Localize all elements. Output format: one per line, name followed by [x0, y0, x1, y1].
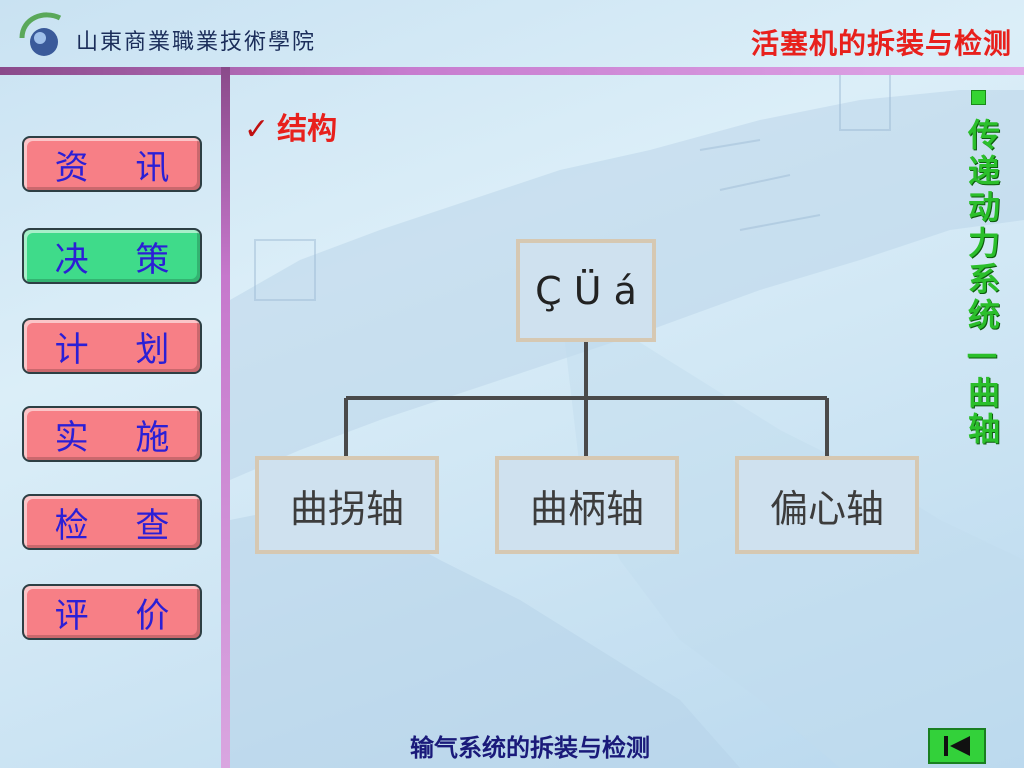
diagram-node-eccentric-shaft: 偏心轴	[735, 456, 919, 554]
school-name: 山東商業職業技術學院	[76, 30, 317, 55]
square-bullet-icon	[971, 90, 986, 105]
header-bar: 山東商業職業技術學院 活塞机的拆装与检测	[0, 0, 1024, 68]
nav-button-evaluate[interactable]: 评 价	[22, 584, 202, 640]
diagram-node-crankshaft: 曲柄轴	[495, 456, 679, 554]
top-divider	[0, 67, 1024, 75]
skip-back-icon	[944, 736, 970, 756]
nav-button-plan[interactable]: 计 划	[22, 318, 202, 374]
course-title: 活塞机的拆装与检测	[750, 27, 1012, 60]
diagram-node-crank-throw-shaft: 曲拐轴	[255, 456, 439, 554]
left-divider	[221, 67, 230, 768]
nav-button-check[interactable]: 检 查	[22, 494, 202, 550]
footer-title: 输气系统的拆装与检测	[410, 734, 650, 762]
nav-button-info[interactable]: 资 讯	[22, 136, 202, 192]
back-button[interactable]	[928, 728, 986, 764]
section-heading-text: 结构	[277, 112, 338, 147]
nav-button-implement[interactable]: 实 施	[22, 406, 202, 462]
diagram-root-node: Ç Ü á	[516, 239, 656, 342]
section-heading: ✓结构	[244, 104, 337, 148]
vertical-title: 传递动力系统—曲轴	[963, 118, 1001, 448]
checkmark-icon: ✓	[244, 112, 270, 147]
nav-button-decision[interactable]: 决 策	[22, 228, 202, 284]
school-logo-icon	[19, 12, 62, 56]
